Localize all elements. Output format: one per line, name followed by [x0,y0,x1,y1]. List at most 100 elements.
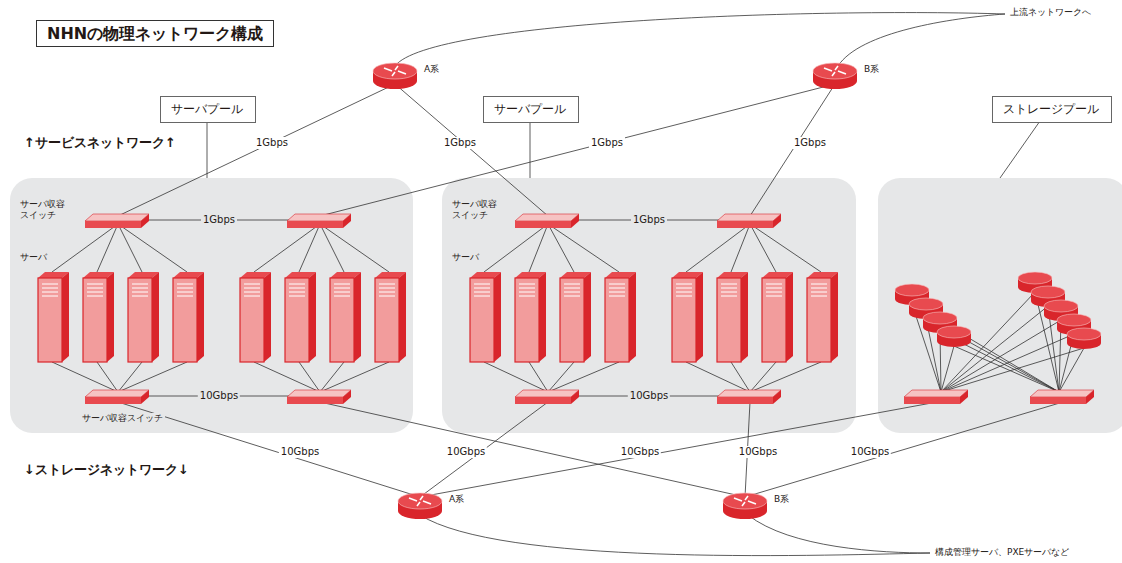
cable [750,362,776,392]
network-heading: ↓ストレージネットワーク↓ [22,462,191,478]
cable [320,362,389,392]
server [83,272,114,362]
server [375,272,406,362]
cable [320,362,344,392]
cable [1000,121,1040,178]
switch [717,390,781,404]
bandwidth-label: 10Gbps [619,446,661,458]
storage-disk [937,326,971,347]
bandwidth-label: 10Gbps [445,446,487,458]
server [560,272,591,362]
network-heading: ↑サービスネットワーク↑ [22,135,178,151]
bandwidth-label: 10Gbps [279,446,321,458]
cable [484,362,548,392]
router-label: A系 [449,493,464,506]
cable [750,224,776,272]
cable [484,224,548,272]
switch [904,390,968,404]
cable [838,14,1005,66]
server [470,272,501,362]
cable [548,224,574,272]
switch-label: サーバ収容スイッチ [80,413,165,424]
switch-label: サーバ収容 スイッチ [450,199,506,221]
devices [38,214,1101,404]
cable [420,402,548,497]
cable [52,362,118,392]
server [173,272,204,362]
server [515,272,546,362]
switch [717,214,781,228]
router: A系 [395,491,466,521]
cable [254,362,320,392]
bandwidth-label: 10Gbps [198,390,240,402]
cable [926,318,1059,392]
cable [118,362,187,392]
cable [52,224,118,272]
cable [529,362,548,392]
router-icon [370,61,420,91]
cable [395,13,1005,66]
server [330,272,361,362]
bandwidth-label: 10Gbps [849,446,891,458]
cable [530,121,531,178]
bandwidth-label: 1Gbps [792,137,828,149]
router-icon [720,491,770,521]
cable [320,224,344,272]
cable [207,121,208,178]
callout-text: サーバプール [494,101,568,118]
switch [1030,390,1094,404]
cable [686,224,750,272]
switch-label: サーバ収容 スイッチ [18,199,74,221]
cable [548,224,619,272]
bandwidth-label: 10Gbps [628,390,670,402]
storage-disk [1067,328,1101,349]
server [38,272,69,362]
cable [750,84,835,216]
cable [750,224,821,272]
server [240,272,271,362]
switch [85,214,149,228]
router-label: B系 [774,493,789,506]
server [285,272,316,362]
router-label: B系 [864,63,879,76]
callout-box: ストレージプール [992,96,1112,123]
cable [320,224,389,272]
server [128,272,159,362]
bandwidth-label: 1Gbps [589,137,625,149]
switch [515,214,579,228]
server [807,272,838,362]
cable [118,362,142,392]
router: A系 [370,61,441,91]
cable [731,224,750,272]
switch [287,390,351,404]
router-icon [810,61,860,91]
bandwidth-label: 1Gbps [631,214,667,226]
cable [745,402,1063,497]
cable [299,362,320,392]
cable [97,362,118,392]
router-label: A系 [424,63,439,76]
cable [118,224,142,272]
server [605,272,636,362]
server-label: サーバ [450,252,481,263]
server-label: サーバ [18,252,49,263]
cable [548,362,619,392]
server [762,272,793,362]
callout-text: サーバプール [171,101,245,118]
callout-text: ストレージプール [1003,101,1101,118]
cable [548,362,574,392]
switch [515,390,579,404]
cable [750,362,821,392]
cable [320,402,745,497]
storage-pool-panel [878,178,1122,433]
router-icon [395,491,445,521]
switch [287,214,351,228]
router: B系 [720,491,791,521]
cable [912,304,1059,392]
bandwidth-label: 1Gbps [254,137,290,149]
callout-box: サーバプール [483,96,579,123]
router: B系 [810,61,881,91]
cable [748,515,930,553]
cable [420,515,930,556]
server [672,272,703,362]
